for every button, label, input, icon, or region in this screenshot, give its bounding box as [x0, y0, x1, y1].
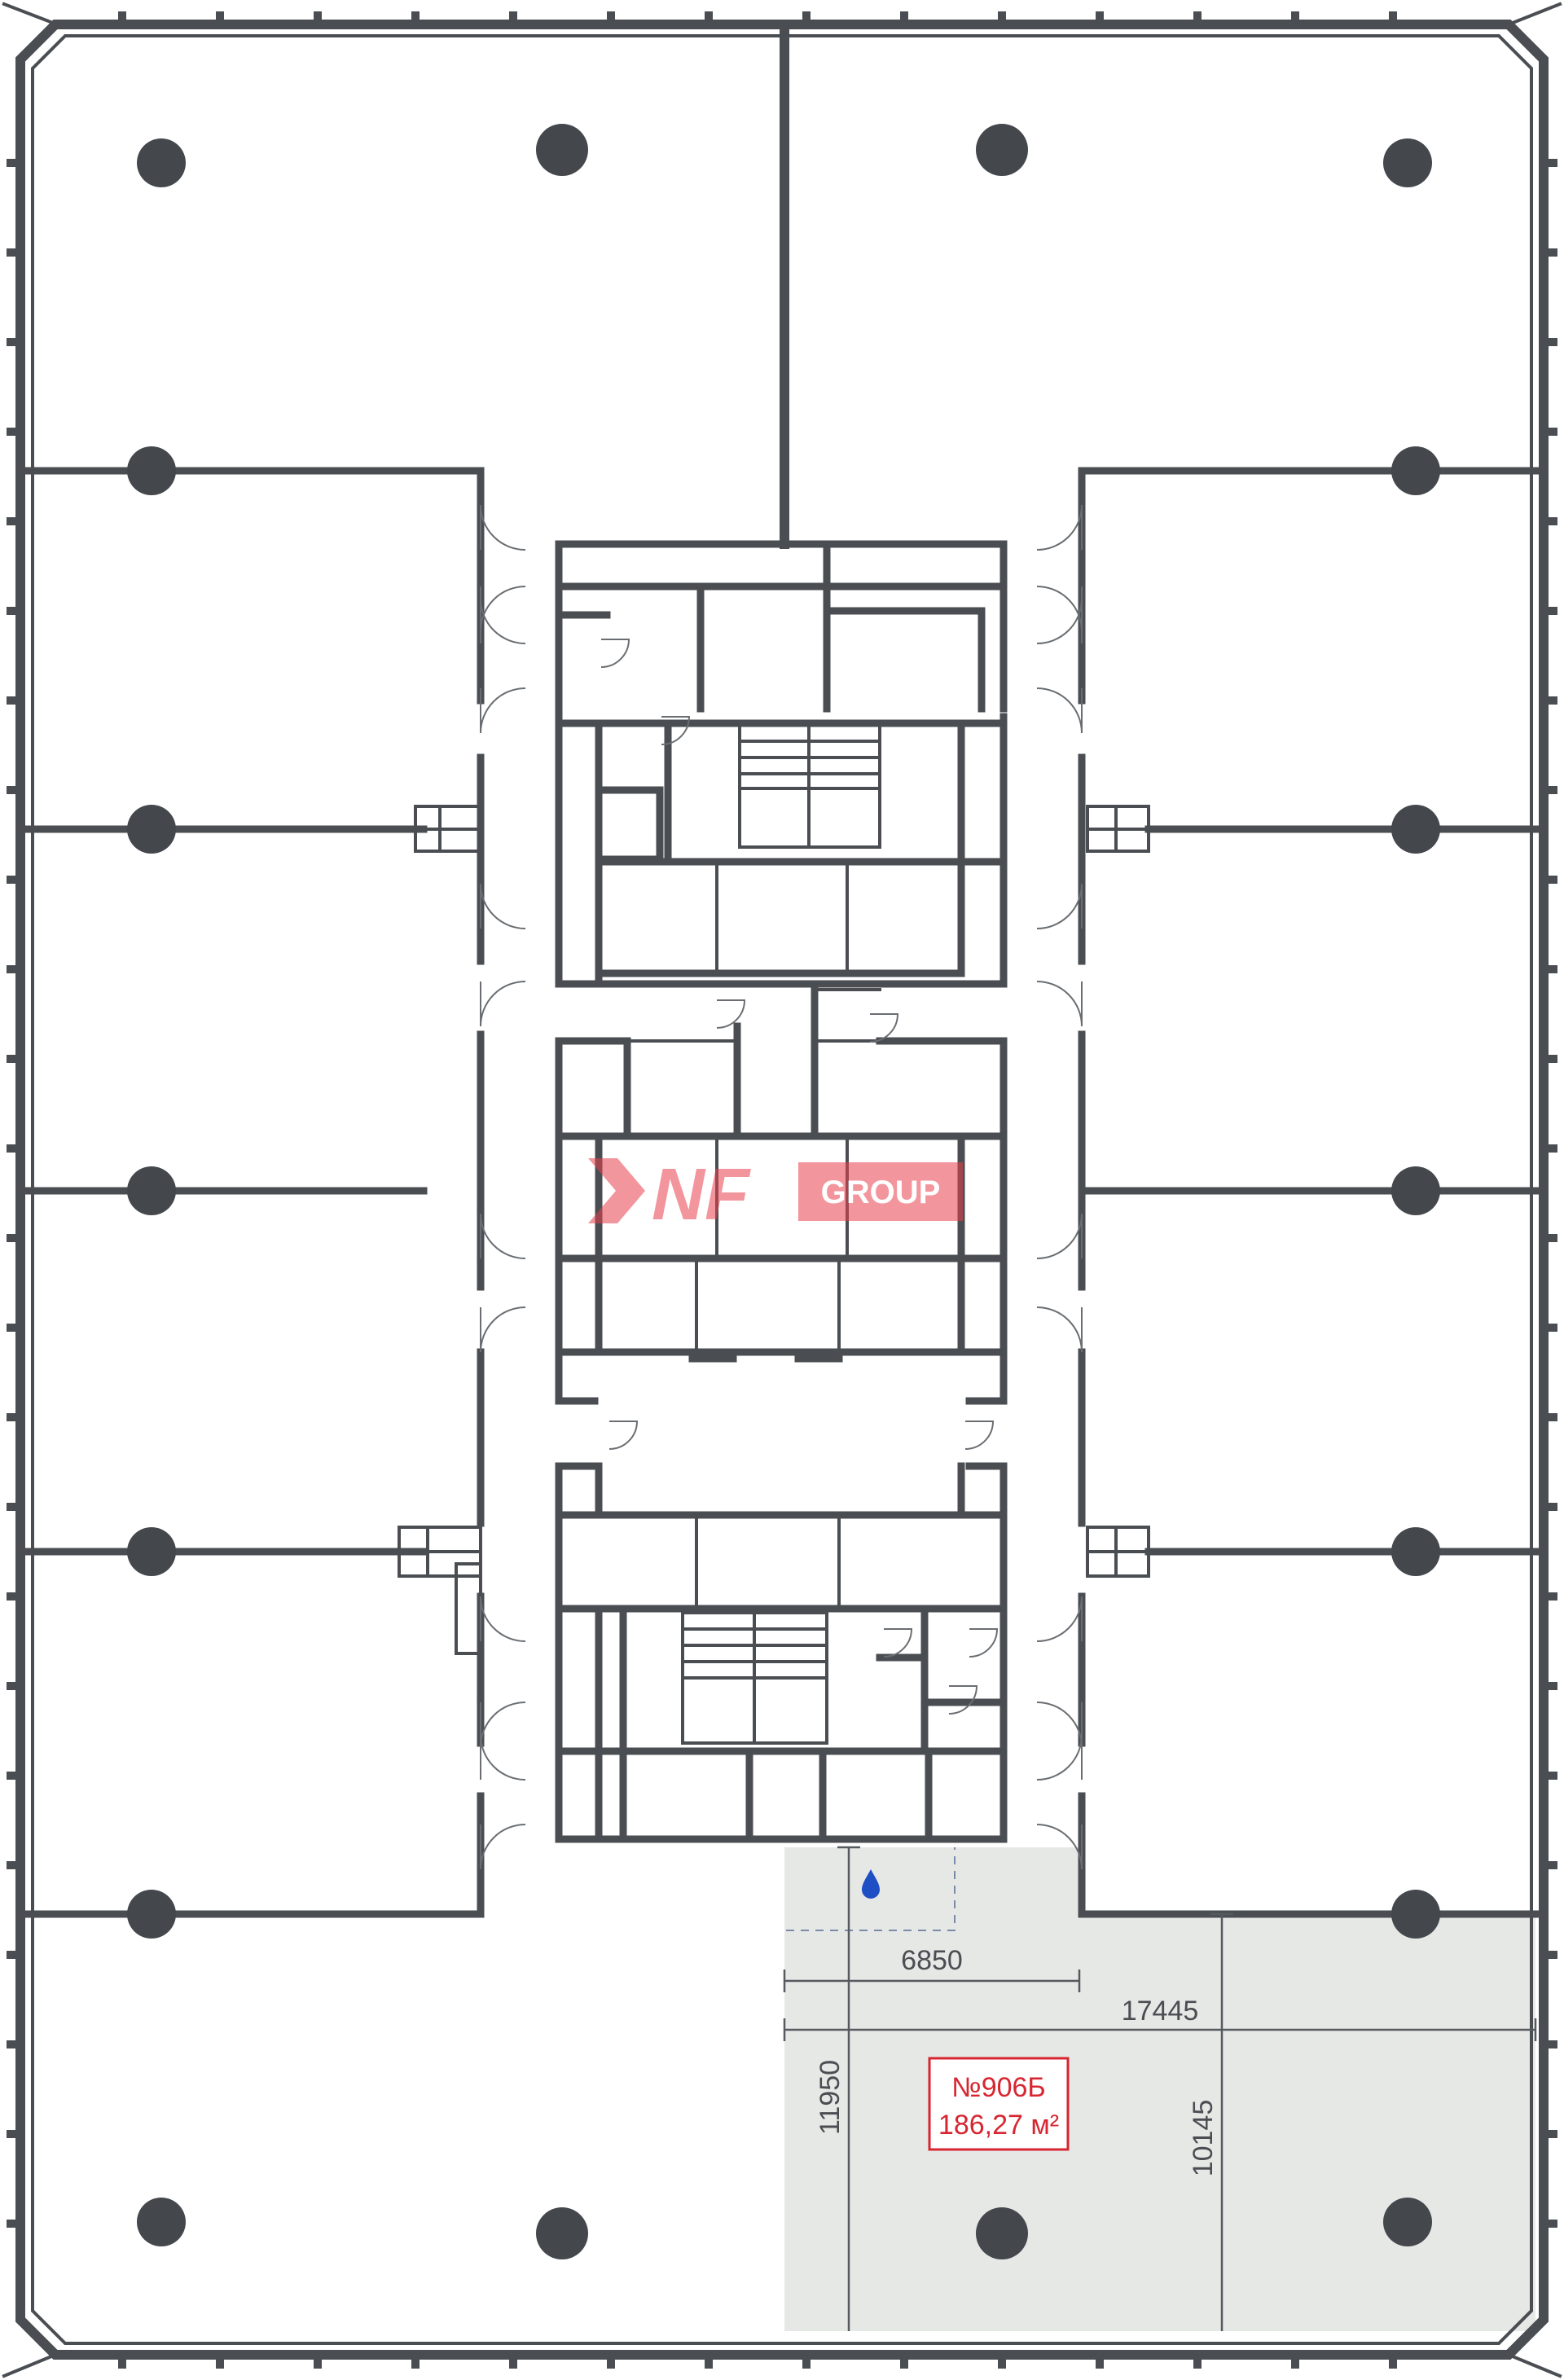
column [1391, 805, 1440, 854]
unit-label[interactable]: №906Б 186,27 м² [928, 2057, 1070, 2151]
utility-zone-outline [786, 1847, 956, 1931]
column [127, 1527, 176, 1576]
column [1391, 446, 1440, 495]
column [1383, 2198, 1432, 2246]
partition-walls [20, 20, 1544, 1918]
column [1383, 138, 1432, 187]
column [976, 2207, 1028, 2259]
column [127, 805, 176, 854]
building-core [555, 540, 1008, 1843]
column [127, 1166, 176, 1215]
column [127, 1890, 176, 1939]
unit-number: №906Б [951, 2072, 1046, 2103]
dimension-width-corridor: 6850 [901, 1945, 963, 1976]
column [1391, 1890, 1440, 1939]
column [127, 446, 176, 495]
dimension-lines: 6850 17445 11950 10145 [783, 1846, 1537, 2331]
column [976, 124, 1028, 176]
dimension-width-total: 17445 [1122, 1996, 1199, 2027]
column [1391, 1527, 1440, 1576]
column [137, 2198, 186, 2246]
door-swings [480, 504, 1083, 1870]
column [137, 138, 186, 187]
unit-906b-area[interactable] [784, 1847, 1535, 2331]
column [536, 124, 588, 176]
dimension-depth-right: 10145 [1188, 2100, 1219, 2177]
brand-chevron-icon [588, 1158, 645, 1223]
brand-sub: GROUP [821, 1175, 941, 1210]
structural-columns [127, 124, 1440, 2259]
dimension-depth-left: 11950 [815, 2060, 846, 2135]
column [1391, 1166, 1440, 1215]
column [536, 2207, 588, 2259]
water-drop-icon [862, 1869, 880, 1899]
brand-main: NF [652, 1154, 751, 1236]
unit-area: 186,27 м² [938, 2110, 1059, 2141]
brand-watermark: NF GROUP [588, 1154, 963, 1236]
